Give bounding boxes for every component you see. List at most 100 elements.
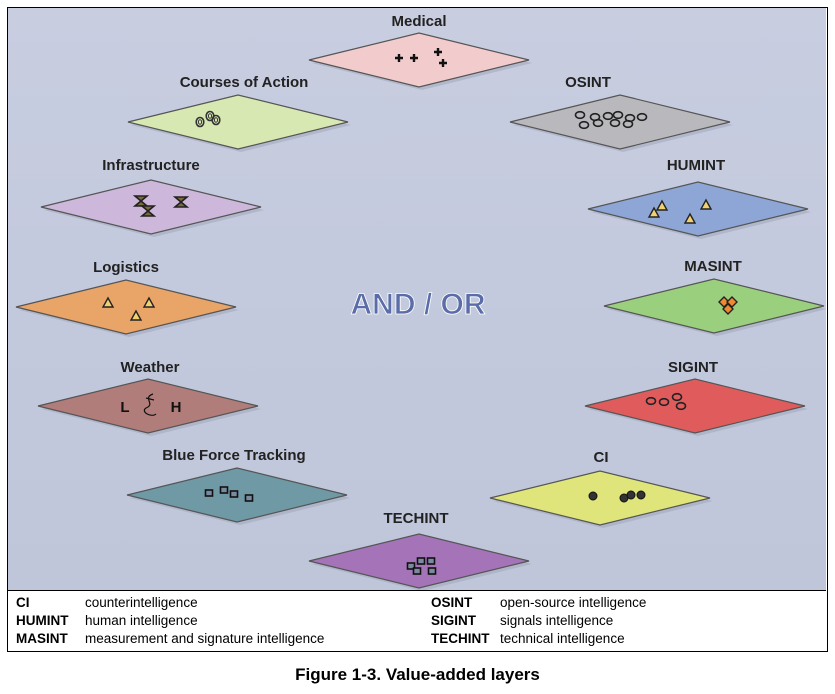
ellipse-icon	[675, 401, 687, 411]
layer-plane	[15, 279, 237, 335]
layer-bft: Blue Force Tracking	[126, 447, 350, 525]
plus-icon	[395, 54, 403, 62]
hourglass-icon	[139, 205, 157, 217]
layer-label: CI	[594, 449, 609, 466]
triangle-icon	[683, 212, 697, 224]
dot-icon	[588, 491, 598, 501]
layer-label: HUMINT	[667, 157, 725, 174]
legend-abbr: HUMINT	[16, 613, 69, 628]
layer-ci: CI	[489, 449, 713, 528]
plus-icon	[410, 54, 418, 62]
ellipse-icon	[574, 110, 586, 120]
layer-infrastructure: Infrastructure	[40, 157, 264, 237]
ellipse-icon	[602, 111, 614, 121]
high-pressure-symbol: H	[171, 399, 182, 416]
weather-front-icon	[143, 393, 157, 416]
legend-row-sigint: SIGINT signals intelligence	[431, 612, 811, 630]
layer-plane	[127, 94, 349, 150]
square-icon	[229, 490, 239, 498]
hourglass-icon	[132, 195, 150, 207]
triangle-icon	[699, 198, 713, 210]
legend-row-humint: HUMINT human intelligence	[16, 612, 416, 630]
ellipse-icon	[612, 110, 624, 120]
dot-icon	[626, 490, 636, 500]
triangle-icon	[101, 296, 115, 308]
legend-row-ci: CI counterintelligence	[16, 594, 416, 612]
ellipse-icon	[636, 112, 648, 122]
legend-desc: measurement and signature intelligence	[85, 631, 325, 646]
triangle-icon	[655, 199, 669, 211]
plus-icon	[439, 59, 447, 67]
ellipse-icon	[578, 120, 590, 130]
layer-coa: Courses of Action	[127, 74, 351, 152]
ring-icon	[211, 114, 221, 126]
legend-abbr: OSINT	[431, 595, 473, 610]
legend-abbr: CI	[16, 595, 30, 610]
layer-label: SIGINT	[668, 359, 718, 376]
legend-abbr: MASINT	[16, 631, 68, 646]
layer-humint: HUMINT	[587, 157, 811, 239]
layer-label: Weather	[121, 359, 180, 376]
legend-desc: counterintelligence	[85, 595, 198, 610]
layer-plane	[37, 378, 259, 434]
layer-plane	[308, 32, 530, 88]
square-icon	[219, 486, 229, 494]
ellipse-icon	[658, 397, 670, 407]
triangle-icon	[129, 309, 143, 321]
legend-abbr: TECHINT	[431, 631, 490, 646]
layer-label: Infrastructure	[102, 157, 200, 174]
layer-plane	[489, 470, 711, 526]
triangle-icon	[647, 206, 661, 218]
layer-plane	[603, 278, 825, 334]
figure-caption: Figure 1-3. Value-added layers	[295, 665, 540, 684]
plus-icon	[434, 48, 442, 56]
layer-masint: MASINT	[603, 258, 826, 336]
layer-label: Blue Force Tracking	[162, 447, 305, 464]
layer-techint: TECHINT	[308, 510, 532, 590]
diamond-icon	[726, 296, 738, 308]
ring-icon	[195, 116, 205, 128]
square-icon	[204, 489, 214, 497]
layer-logistics: Logistics	[15, 259, 239, 337]
diamond-icon	[722, 303, 734, 315]
square-icon	[416, 557, 426, 565]
ellipse-icon	[645, 396, 657, 406]
and-or-label: AND / OR	[351, 288, 486, 321]
legend-abbr: SIGINT	[431, 613, 477, 628]
legend-desc: human intelligence	[85, 613, 198, 628]
legend-desc: technical intelligence	[500, 631, 625, 646]
layer-plane	[587, 181, 809, 237]
legend-desc: open-source intelligence	[500, 595, 647, 610]
square-icon	[406, 562, 416, 570]
diamond-icon	[718, 296, 730, 308]
square-icon	[427, 567, 437, 575]
layer-medical: Medical	[308, 13, 532, 90]
layer-label: Medical	[391, 13, 446, 30]
layer-sigint: SIGINT	[584, 359, 808, 436]
legend-desc: signals intelligence	[500, 613, 614, 628]
layer-label: Logistics	[93, 259, 159, 276]
ellipse-icon	[609, 118, 621, 128]
layer-label: MASINT	[684, 258, 742, 275]
hourglass-icon	[172, 196, 190, 208]
layer-plane	[584, 378, 806, 434]
low-pressure-symbol: L	[120, 399, 129, 416]
layer-osint: OSINT	[509, 74, 733, 152]
square-icon	[412, 567, 422, 575]
triangle-icon	[142, 296, 156, 308]
legend-row-techint: TECHINT technical intelligence	[431, 630, 811, 648]
square-icon	[426, 557, 436, 565]
ellipse-icon	[671, 392, 683, 402]
legend-row-osint: OSINT open-source intelligence	[431, 594, 811, 612]
ellipse-icon	[622, 119, 634, 129]
layer-label: TECHINT	[384, 510, 449, 527]
square-icon	[244, 494, 254, 502]
ellipse-icon	[592, 118, 604, 128]
layer-label: Courses of Action	[180, 74, 309, 91]
dot-icon	[636, 490, 646, 500]
legend: CI counterintelligence HUMINT human inte…	[8, 590, 826, 652]
layer-label: OSINT	[565, 74, 611, 91]
